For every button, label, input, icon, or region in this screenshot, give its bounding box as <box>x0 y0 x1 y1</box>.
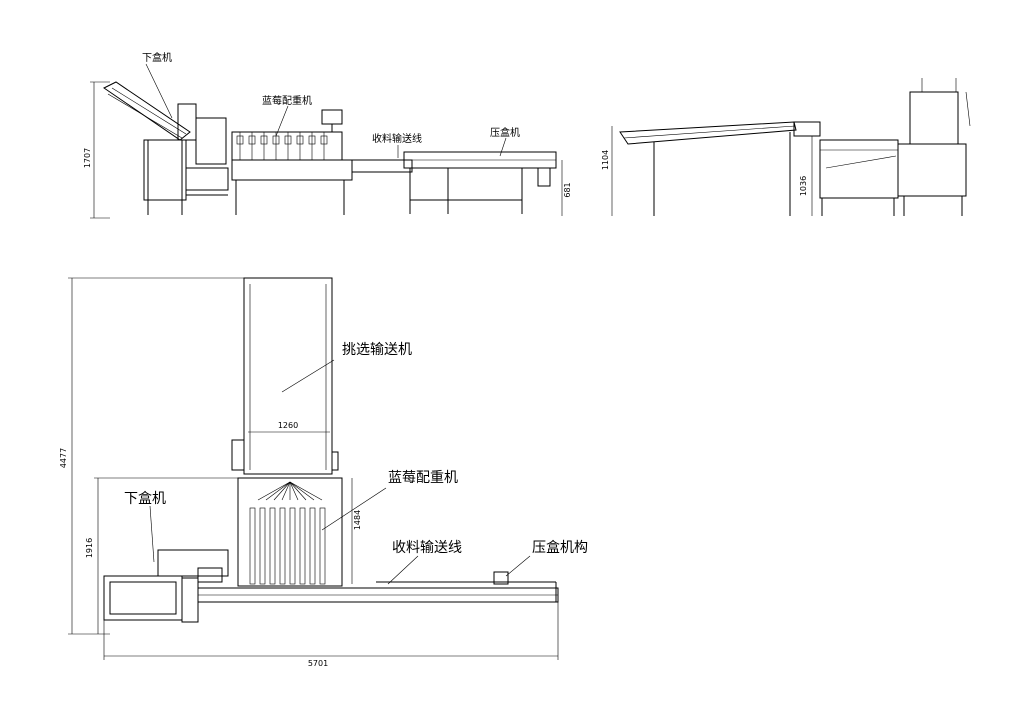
weigher-hopper-box <box>296 135 304 145</box>
weigher-chute <box>299 507 306 585</box>
collect-conveyor-line <box>351 151 557 214</box>
label-blueberry-weigher: 蓝莓配重机 <box>262 94 312 107</box>
label-box-press-plan: 压盒机构 <box>532 539 588 556</box>
weigher-hopper-box <box>308 135 316 145</box>
weigher-hopper-box <box>236 135 244 145</box>
dim-1104: 1104 <box>601 150 610 170</box>
distribution-spoke <box>289 481 323 501</box>
weigher-chute <box>309 507 316 585</box>
dim-1036: 1036 <box>799 176 808 196</box>
dim-1484: 1484 <box>353 510 362 530</box>
weigher-hopper-box <box>320 135 328 145</box>
distribution-spoke <box>289 481 315 501</box>
blueberry-weigher-machine <box>231 109 353 215</box>
box-unloader-plan <box>103 549 229 623</box>
weigher-chute <box>319 507 326 585</box>
label-box-press: 压盒机 <box>490 126 520 139</box>
dim-1916: 1916 <box>85 538 94 558</box>
weigher-hopper-box <box>260 135 268 145</box>
weigher-chute <box>279 507 286 585</box>
label-box-unloader: 下盒机 <box>142 51 172 64</box>
box-unloader-machine <box>103 81 229 215</box>
distribution-spoke <box>273 481 291 501</box>
dim-1260: 1260 <box>278 421 298 430</box>
weigher-chute <box>269 507 276 585</box>
dim-681: 681 <box>563 182 572 197</box>
dim-1707: 1707 <box>83 148 92 168</box>
distribution-spoke <box>281 481 291 501</box>
weigher-chute <box>249 507 256 585</box>
label-blueberry-weigher-plan: 蓝莓配重机 <box>388 470 458 486</box>
label-box-unloader-plan: 下盒机 <box>124 490 166 507</box>
weigher-plan <box>237 477 343 587</box>
plan-view: 4477 1916 挑选输送机 1260 1484 蓝莓配重机 <box>59 277 588 668</box>
dim-4477: 4477 <box>59 448 68 468</box>
side-elevation-view: 1707 下盒机 蓝莓配重机 <box>83 51 572 219</box>
distribution-spoke <box>289 481 307 501</box>
label-collect-conveyor-plan: 收料输送线 <box>392 540 462 556</box>
sorting-conveyor <box>231 277 339 475</box>
weigher-chute <box>259 507 266 585</box>
distribution-spoke <box>289 481 299 501</box>
label-collect-conveyor: 收料输送线 <box>372 132 422 145</box>
dim-5701: 5701 <box>308 659 328 668</box>
collect-conveyor-plan <box>197 571 559 603</box>
weigher-hopper-box <box>284 135 292 145</box>
weigher-chute <box>289 507 296 585</box>
label-sorting-conveyor: 挑选输送机 <box>342 342 412 358</box>
distribution-spoke <box>257 481 291 501</box>
end-elevation-view: 1104 1036 <box>601 78 971 216</box>
distribution-spoke <box>265 481 291 501</box>
weigher-hopper-box <box>248 135 256 145</box>
